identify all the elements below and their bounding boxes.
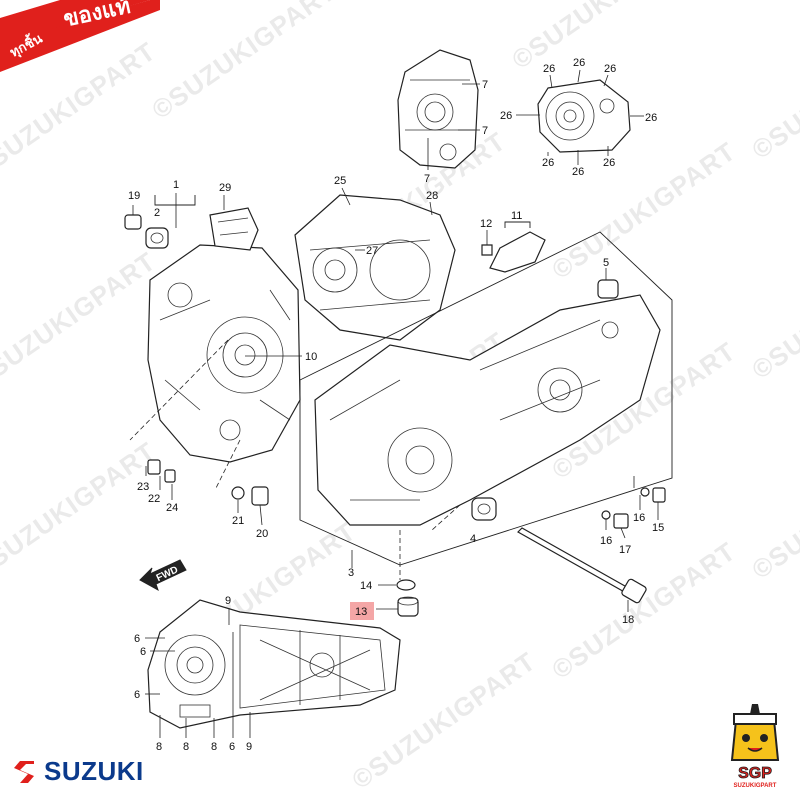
callout-13: 13 bbox=[355, 606, 367, 618]
forward-direction-arrow bbox=[139, 559, 187, 592]
callout-6: 6 bbox=[229, 741, 235, 753]
sgp-subtitle: SUZUKIGPART bbox=[734, 783, 777, 789]
callout-26: 26 bbox=[572, 166, 584, 178]
callout-20: 20 bbox=[256, 528, 268, 540]
genuine-parts-banner: ทุกชิ้น ของแท้ bbox=[0, 0, 160, 85]
drain-bolt-parts-15-17 bbox=[601, 476, 666, 539]
callout-26: 26 bbox=[604, 63, 616, 75]
bracket-part-29 bbox=[209, 195, 259, 251]
callout-7: 7 bbox=[482, 79, 488, 91]
callout-29: 29 bbox=[219, 182, 231, 194]
callout-7: 7 bbox=[482, 125, 488, 137]
callout-26: 26 bbox=[645, 112, 657, 124]
right-crankcase-part-3 bbox=[314, 294, 661, 568]
suzuki-logo: SUZUKI bbox=[10, 756, 144, 787]
callout-26: 26 bbox=[603, 157, 615, 169]
watermark: ©SUZUKIGPART bbox=[0, 246, 161, 395]
fitting-parts-20-24 bbox=[145, 459, 269, 526]
callout-26: 26 bbox=[500, 110, 512, 122]
clutch-cover-part-bottom bbox=[147, 599, 401, 729]
watermark: ©SUZUKIGPART bbox=[746, 16, 800, 165]
bottom-cover-leaders bbox=[145, 608, 251, 738]
bolt-part-12 bbox=[481, 230, 493, 256]
banner-shape bbox=[0, 0, 160, 72]
watermark: ©SUZUKIGPART bbox=[146, 0, 341, 125]
callout-4: 4 bbox=[470, 533, 476, 545]
callout-24: 24 bbox=[166, 502, 178, 514]
highlight-box-part-13 bbox=[350, 602, 374, 620]
callout-11: 11 bbox=[511, 210, 522, 222]
callout-25: 25 bbox=[334, 175, 346, 187]
callout-16: 16 bbox=[600, 535, 612, 547]
bearing-part-2 bbox=[145, 227, 169, 249]
callout-26: 26 bbox=[573, 57, 585, 69]
callout-10: 10 bbox=[305, 351, 317, 363]
watermark: ©SUZUKIGPART bbox=[746, 236, 800, 385]
callout-23: 23 bbox=[137, 481, 149, 493]
watermark: ©SUZUKIGPART bbox=[0, 436, 161, 585]
callout-8: 8 bbox=[211, 741, 217, 753]
fwd-label: FWD bbox=[155, 564, 180, 584]
callout-9: 9 bbox=[225, 595, 231, 607]
callout-5: 5 bbox=[603, 257, 609, 269]
callout-17: 17 bbox=[619, 544, 631, 556]
callout-3: 3 bbox=[348, 567, 354, 579]
callout-6: 6 bbox=[134, 689, 140, 701]
callout-16: 16 bbox=[633, 512, 645, 524]
callout-18: 18 bbox=[622, 614, 634, 626]
callout-6: 6 bbox=[134, 633, 140, 645]
callout-14: 14 bbox=[360, 580, 372, 592]
callout-19: 19 bbox=[128, 190, 140, 202]
seal-part-19 bbox=[124, 205, 142, 230]
callout-labels: 1 2 3 4 5 6 6 6 6 7 7 7 8 8 8 9 9 10 11 … bbox=[128, 57, 664, 753]
watermark: ©SUZUKIGPART bbox=[746, 436, 800, 585]
callout-1: 1 bbox=[173, 179, 179, 191]
long-bolt-part-18 bbox=[517, 527, 647, 612]
gear-cover-part-26 bbox=[516, 69, 644, 165]
washer-part-14 bbox=[378, 579, 416, 591]
bushing-part-4 bbox=[471, 497, 497, 521]
sgp-mascot-logo: SGP SUZUKIGPART bbox=[730, 704, 780, 789]
callout-21: 21 bbox=[232, 515, 244, 527]
left-crankcase-part-1 bbox=[147, 193, 301, 463]
callout-8: 8 bbox=[183, 741, 189, 753]
callout-6: 6 bbox=[140, 646, 146, 658]
callout-9: 9 bbox=[246, 741, 252, 753]
bushing-part-13 bbox=[376, 596, 419, 617]
callout-22: 22 bbox=[148, 493, 160, 505]
callout-8: 8 bbox=[156, 741, 162, 753]
callout-7: 7 bbox=[424, 173, 430, 185]
callout-26: 26 bbox=[542, 157, 554, 169]
suzuki-s-icon bbox=[14, 760, 34, 783]
cover-part-7 bbox=[397, 49, 480, 170]
guide-part-11 bbox=[489, 221, 546, 273]
callout-27: 27 bbox=[366, 245, 378, 257]
sleeve-part-5 bbox=[597, 268, 619, 299]
callout-28: 28 bbox=[426, 190, 438, 202]
inner-cover-part-25 bbox=[294, 187, 456, 341]
callout-26: 26 bbox=[543, 63, 555, 75]
callout-15: 15 bbox=[652, 522, 664, 534]
sgp-title: SGP bbox=[738, 765, 772, 782]
assembly-dashed-lines bbox=[129, 339, 461, 580]
callout-12: 12 bbox=[480, 218, 492, 230]
callout-2: 2 bbox=[154, 207, 160, 219]
right-crankcase-assembly-box bbox=[299, 231, 673, 566]
suzuki-brand-text: SUZUKI bbox=[44, 756, 144, 786]
watermark: ©SUZUKIGPART bbox=[546, 136, 741, 285]
